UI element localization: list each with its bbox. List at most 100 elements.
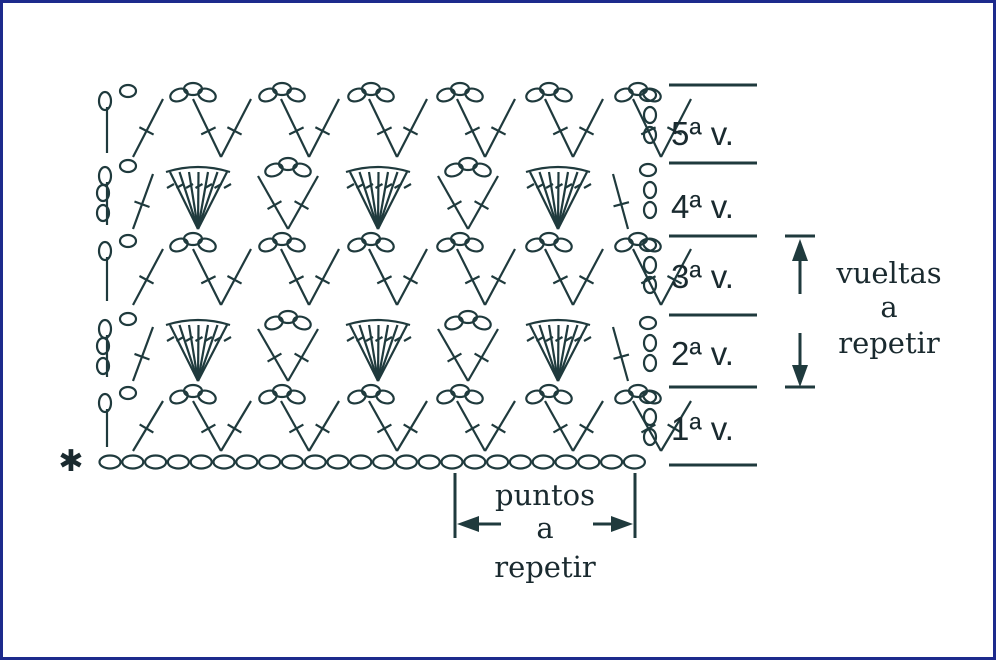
fan-crossbar: [374, 336, 384, 342]
chain-stitch: [394, 454, 418, 470]
fan-crossbar: [346, 336, 355, 342]
chain-stitch: [525, 237, 545, 253]
fan-stitch: [547, 324, 560, 382]
fan-stitch: [376, 171, 380, 230]
repeat-stitches-label-line3: repetir: [494, 550, 596, 584]
dc-crossbar: [288, 423, 304, 434]
fan-crossbar: [545, 183, 554, 189]
chain-stitch: [169, 87, 189, 103]
chain-stitch: [642, 407, 658, 427]
double-crochet: [544, 248, 574, 306]
fan-crossbar: [175, 336, 185, 342]
chain-stitch: [642, 200, 658, 220]
chain-stitch: [349, 454, 373, 470]
dc-crossbar: [613, 201, 630, 208]
dc-crossbar: [288, 275, 305, 285]
double-crochet: [484, 98, 516, 158]
fan-stitch: [556, 171, 560, 230]
chain-stitch: [347, 389, 367, 405]
dc-crossbar: [376, 275, 393, 285]
fan-stitch: [196, 171, 210, 230]
double-crochet: [632, 400, 662, 452]
double-crochet: [308, 400, 340, 452]
fan-crossbar: [526, 336, 535, 342]
fan-crossbar: [384, 336, 393, 342]
chain-stitch: [436, 87, 456, 103]
chain-stitch: [97, 90, 113, 112]
double-crochet: [257, 328, 289, 382]
row-label-4: 4ª v.: [671, 188, 734, 225]
dc-crossbar: [552, 423, 568, 434]
dc-crossbar: [402, 126, 419, 136]
chain-stitch: [95, 183, 111, 203]
fan-stitch: [376, 171, 390, 230]
double-crochet: [280, 248, 310, 306]
dc-crossbar: [464, 423, 480, 434]
dc-crossbar: [578, 275, 595, 285]
dc-crossbar: [138, 126, 155, 136]
fan-stitch: [556, 324, 570, 382]
fan-top-arc: [165, 165, 231, 174]
fan-crossbar: [204, 336, 213, 342]
chain-stitch: [375, 87, 395, 103]
double-crochet: [456, 98, 486, 158]
chain-stitch: [642, 125, 658, 145]
chain-stitch: [553, 389, 573, 405]
fan-stitch: [376, 324, 390, 382]
chain-stitch: [197, 237, 217, 253]
fan-stitch: [376, 171, 399, 230]
chain-stitch: [121, 454, 145, 470]
dc-crossbar: [138, 275, 155, 285]
fan-top-arc: [345, 318, 411, 327]
dc-crossbar: [578, 126, 595, 136]
fan-crossbar: [365, 336, 374, 342]
row-label-5: 5ª v.: [671, 115, 734, 152]
double-crochet: [572, 98, 604, 158]
chain-stitch: [614, 389, 634, 405]
fan-stitch: [367, 324, 380, 382]
fan-stitch: [196, 324, 200, 382]
chain-stitch: [97, 240, 113, 262]
dc-crossbar: [666, 275, 683, 285]
repeat-rows-label-line3: repetir: [838, 326, 940, 360]
fan-stitch: [377, 324, 408, 382]
fan-stitch: [547, 171, 560, 230]
chain-stitch: [638, 162, 658, 178]
fan-stitch: [169, 324, 199, 382]
chain-stitch: [264, 315, 284, 331]
chain-stitch: [472, 162, 492, 178]
chain-stitch: [264, 162, 284, 178]
chain-stitch: [95, 356, 111, 376]
chain-stitch: [642, 275, 658, 295]
fan-crossbar: [403, 336, 412, 342]
dc-crossbar: [266, 200, 283, 211]
double-crochet: [611, 326, 630, 382]
fan-stitch: [187, 324, 200, 382]
fan-stitch: [556, 324, 560, 382]
fan-crossbar: [185, 183, 194, 189]
chain-stitch: [347, 87, 367, 103]
double-crochet: [396, 400, 428, 452]
fan-stitch: [556, 324, 579, 382]
chain-stitch: [197, 389, 217, 405]
dc-crossbar: [227, 423, 242, 434]
double-crochet: [132, 98, 164, 158]
double-crochet: [437, 175, 469, 230]
fan-crossbar: [175, 183, 185, 189]
chain-stitch: [235, 454, 259, 470]
dc-crossbar: [579, 423, 594, 434]
fan-crossbar: [346, 183, 355, 189]
chain-stitch: [97, 392, 113, 414]
fan-top-arc: [165, 318, 231, 327]
fan-stitch: [358, 171, 380, 230]
fan-crossbar: [535, 183, 545, 189]
dc-crossbar: [139, 423, 154, 434]
double-crochet: [456, 248, 486, 306]
chain-stitch: [638, 315, 658, 331]
chain-stitch: [642, 353, 658, 373]
chain-stitch: [169, 389, 189, 405]
dc-crossbar: [134, 352, 150, 361]
fan-stitch: [349, 171, 379, 230]
dc-crossbar: [552, 275, 569, 285]
dc-crossbar: [640, 423, 656, 434]
